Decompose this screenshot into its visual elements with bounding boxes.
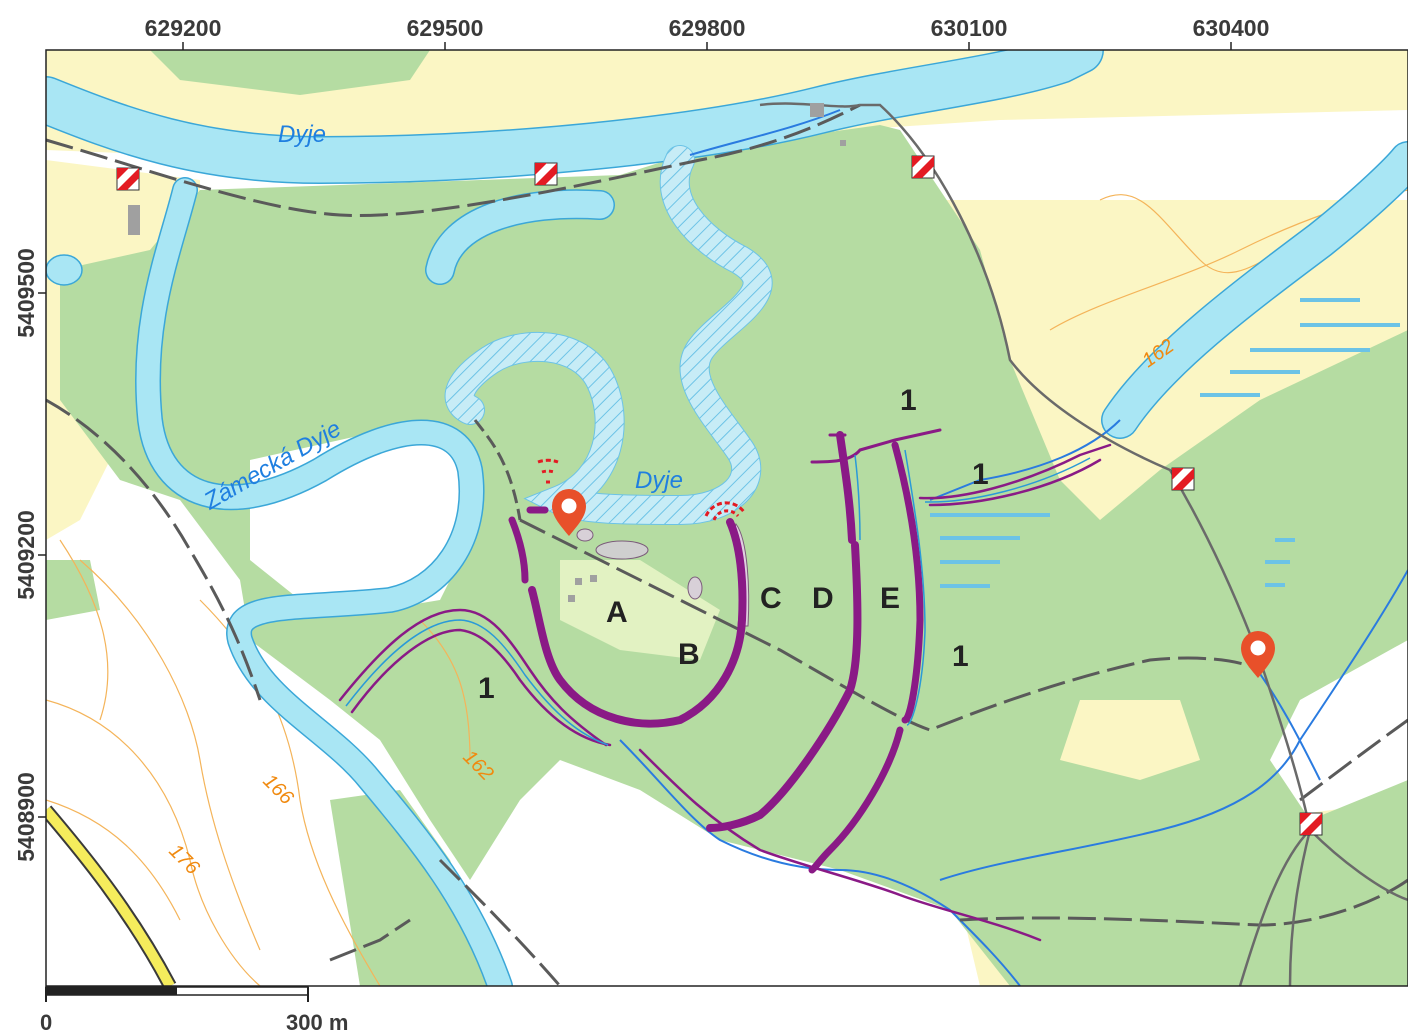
restoration-channels — [338, 428, 1112, 942]
trail-sign-icon — [911, 155, 935, 179]
trail-sign-icon — [1171, 467, 1195, 491]
ditch-label: 1 — [952, 640, 969, 673]
solid-paths — [759, 102, 1408, 986]
location-pin-icon[interactable] — [552, 489, 586, 536]
trail-sign-icon — [1299, 812, 1323, 836]
zone-label-c: C — [760, 582, 782, 615]
scale-bar — [45, 986, 309, 1002]
scale-start-label: 0 — [40, 1010, 52, 1035]
restoration-channels-inner — [345, 449, 1091, 746]
x-tick-label: 629200 — [145, 15, 222, 41]
clearing-area — [560, 560, 720, 660]
river-label-dyje-middle: Dyje — [635, 467, 683, 494]
trail-signs — [116, 155, 1323, 836]
x-tick-label: 629500 — [407, 15, 484, 41]
forest-areas — [46, 50, 1408, 986]
zone-label-d: D — [812, 582, 834, 615]
map-body: Dyje Dyje Zámecká Dyje 162 162 166 176 A… — [46, 50, 1408, 986]
river-label-dyje-north: Dyje — [278, 121, 326, 148]
y-tick-label: 5409500 — [13, 248, 39, 338]
zone-label-e: E — [880, 582, 900, 615]
ditch-label: 1 — [478, 672, 495, 705]
x-tick-label: 630400 — [1193, 15, 1270, 41]
trail-sign-icon — [116, 167, 140, 191]
x-tick-label: 630100 — [931, 15, 1008, 41]
map-frame — [45, 49, 1408, 987]
zone-label-b: B — [678, 638, 700, 671]
location-pin-icon[interactable] — [1241, 631, 1275, 678]
y-axis — [38, 292, 46, 818]
ditch-label: 1 — [972, 458, 989, 491]
x-tick-label: 629800 — [669, 15, 746, 41]
sound-emitter-icon — [537, 458, 559, 484]
ditch-label: 1 — [900, 384, 917, 417]
y-tick-label: 5408900 — [13, 772, 39, 862]
pond — [46, 254, 83, 286]
zone-label-a: A — [606, 596, 628, 629]
trail-sign-icon — [534, 162, 558, 186]
wetland-marks — [930, 298, 1400, 588]
scale-end-label: 300 m — [286, 1010, 348, 1035]
paths — [46, 103, 1408, 986]
sound-emitter-icon — [704, 501, 746, 521]
x-axis — [182, 42, 1232, 50]
y-tick-label: 5409200 — [13, 510, 39, 600]
